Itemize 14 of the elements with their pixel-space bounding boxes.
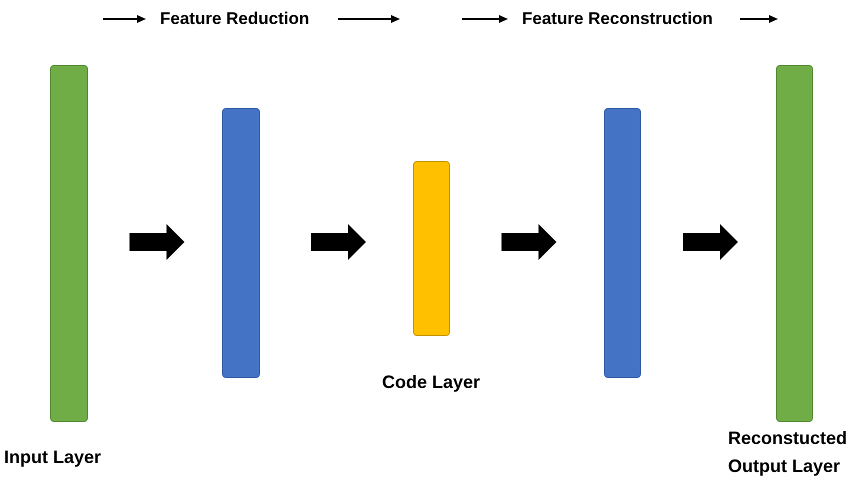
block-arrow <box>311 224 366 260</box>
layer-bar <box>222 108 260 378</box>
block-arrow <box>130 224 184 260</box>
layer-label: Code Layer <box>382 371 482 394</box>
layer-bar <box>604 108 641 378</box>
block-arrow <box>683 224 738 260</box>
stage-label: Feature Reconstruction <box>522 9 713 29</box>
layer-bar <box>413 161 450 336</box>
layer-label: Reconstucted Output Layer <box>728 427 848 478</box>
layer-bar <box>50 65 88 422</box>
stage-label: Feature Reduction <box>160 9 310 29</box>
layer-label: Input Layer <box>4 446 102 469</box>
layer-bar <box>776 65 813 422</box>
block-arrow <box>502 224 556 260</box>
